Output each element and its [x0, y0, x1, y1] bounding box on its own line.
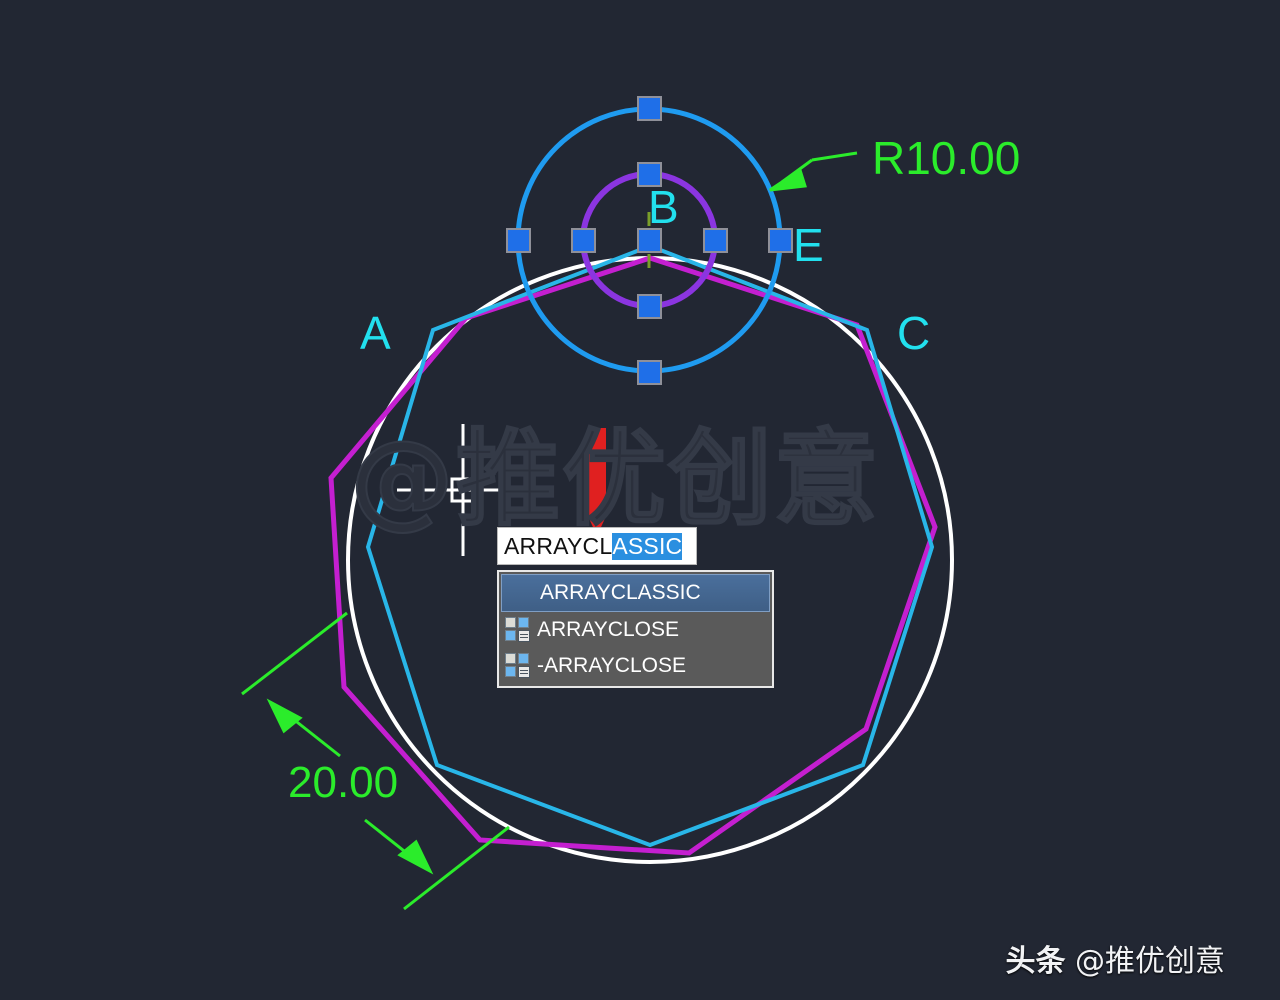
grip-square[interactable]: [637, 96, 662, 121]
grip-square[interactable]: [637, 294, 662, 319]
grip-squares[interactable]: [506, 96, 793, 385]
autocomplete-item-arrayclassic[interactable]: ARRAYCLASSIC: [501, 574, 770, 612]
command-autocomplete-dropdown[interactable]: ARRAYCLASSIC ARRAYCLOSE -ARRAYCLOSE: [497, 570, 774, 688]
grip-square[interactable]: [506, 228, 531, 253]
autocomplete-item-label: -ARRAYCLOSE: [537, 654, 686, 677]
brand-prefix: 头条: [1005, 944, 1066, 979]
vertex-label-c: C: [897, 307, 931, 359]
crosshair-cursor: [397, 424, 529, 556]
vertex-label-a: A: [360, 307, 391, 359]
brand-watermark: 头条 @推优创意: [1005, 936, 1225, 980]
autocomplete-item-label: ARRAYCLOSE: [537, 618, 679, 641]
grip-square[interactable]: [571, 228, 596, 253]
autocomplete-item-label: ARRAYCLASSIC: [540, 581, 701, 604]
command-suggested-text: ASSIC: [612, 532, 683, 560]
radius-leader: [769, 151, 858, 192]
vertex-label-b: B: [648, 181, 679, 233]
watermark-text: @推优创意: [349, 418, 881, 540]
grip-square[interactable]: [768, 228, 793, 253]
grip-square[interactable]: [703, 228, 728, 253]
vertex-label-e: E: [793, 219, 824, 271]
array-icon: [505, 653, 531, 679]
radius-dimension-label: R10.00: [872, 132, 1021, 184]
array-icon: [505, 617, 531, 643]
linear-dimension-label: 20.00: [288, 758, 399, 807]
command-typed-text: ARRAYCL: [504, 532, 613, 559]
cyan-polygon[interactable]: [365, 243, 935, 848]
grip-square[interactable]: [637, 228, 662, 253]
brand-handle: @推优创意: [1075, 944, 1225, 979]
pointer-arrow-icon: [578, 428, 616, 536]
grip-square[interactable]: [637, 360, 662, 385]
grip-square[interactable]: [637, 162, 662, 187]
autocomplete-item-dash-arrayclose[interactable]: -ARRAYCLOSE: [501, 648, 770, 684]
autocomplete-item-arrayclose[interactable]: ARRAYCLOSE: [501, 612, 770, 648]
linear-dimension-lines: [241, 611, 510, 911]
